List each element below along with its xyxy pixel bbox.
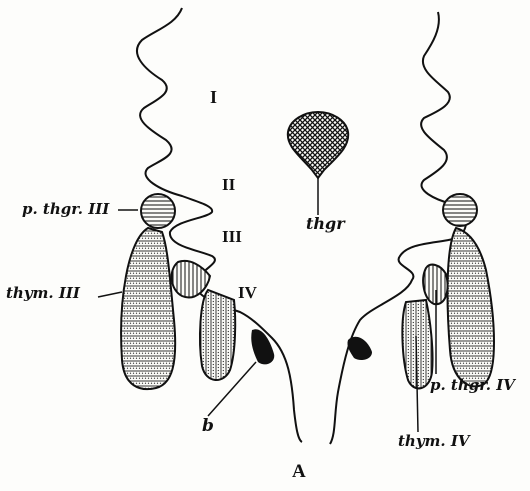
label-thymus-IV: thym. IV [398,434,470,449]
label-b: b [202,418,214,435]
arch-numeral-I: I [210,88,217,106]
left-parathyroid-IV [172,261,210,297]
label-thymus-III: thym. III [6,286,80,301]
left-thymus-III [121,228,175,389]
arch-numeral-III: III [222,228,242,245]
right-parathyroid-III [443,194,477,226]
label-thyroid: thgr [306,216,345,232]
label-parathyroid-III: p. thgr. III [22,202,109,217]
left-parathyroid-III [141,194,175,228]
arch-numeral-II: II [222,176,235,193]
arch-numeral-IV: IV [238,284,257,301]
left-thickening-b [251,329,274,364]
label-parathyroid-IV: p. thgr. IV [430,378,515,393]
left-thymus-IV [200,290,235,380]
panel-label: A [292,462,306,481]
right-thymus-III [448,228,494,386]
right-thickening [347,337,372,360]
thyroid [288,112,348,178]
